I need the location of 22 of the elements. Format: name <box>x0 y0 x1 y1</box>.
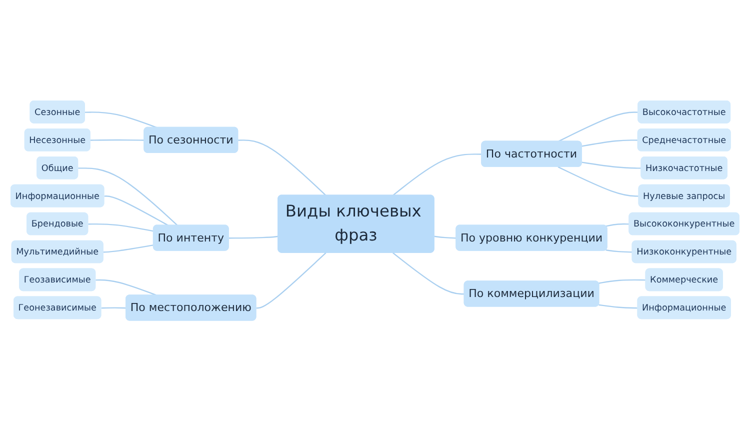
connector <box>78 167 178 226</box>
connector <box>392 153 482 196</box>
connector <box>392 252 465 295</box>
connector <box>104 195 169 226</box>
connector <box>103 244 154 253</box>
connector <box>598 304 638 308</box>
connector <box>96 279 157 296</box>
connector <box>101 307 126 308</box>
connector <box>256 252 326 308</box>
connector <box>434 236 456 239</box>
connector <box>88 223 154 232</box>
connector <box>90 139 144 141</box>
connector <box>598 279 646 284</box>
connector <box>582 139 638 147</box>
connector <box>558 112 638 142</box>
connector <box>606 223 630 227</box>
connector <box>582 162 642 169</box>
connector <box>606 249 633 253</box>
connector <box>558 166 639 197</box>
connector <box>228 236 278 239</box>
connector <box>84 112 157 128</box>
connector <box>238 139 326 196</box>
